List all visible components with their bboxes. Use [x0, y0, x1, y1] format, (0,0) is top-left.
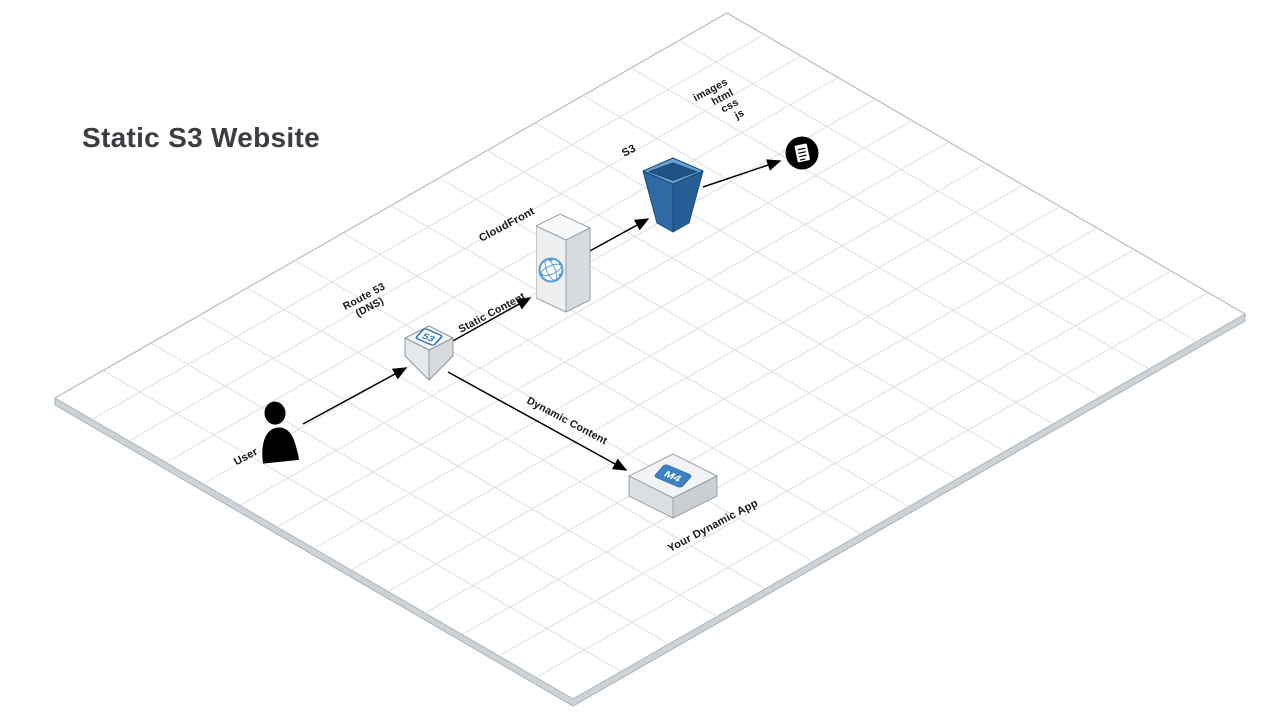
route53-node: 53	[402, 322, 456, 389]
document-circle-icon	[785, 136, 819, 170]
dynamic-app-node: M4	[628, 452, 718, 529]
site-files-node	[782, 134, 822, 179]
user-silhouette-icon	[262, 401, 300, 464]
edge-s3-to-files	[702, 159, 782, 188]
cloudfront-logo	[538, 257, 564, 283]
edge-user-to-route53	[302, 367, 408, 425]
dynamic-app-box-icon: M4	[628, 453, 718, 519]
route53-icon: 53	[404, 325, 454, 381]
edge-cloudfront-to-s3	[587, 218, 650, 253]
s3-bucket-icon	[642, 157, 704, 233]
diagram-title: Static S3 Website	[82, 122, 321, 153]
s3-bucket-node	[641, 156, 705, 247]
edge-route53-to-dynamic-app	[447, 371, 628, 471]
user-node	[254, 400, 300, 469]
edge-route53-to-cloudfront	[450, 297, 532, 343]
cloudfront-icon	[535, 213, 591, 313]
cloudfront-node	[535, 213, 596, 319]
